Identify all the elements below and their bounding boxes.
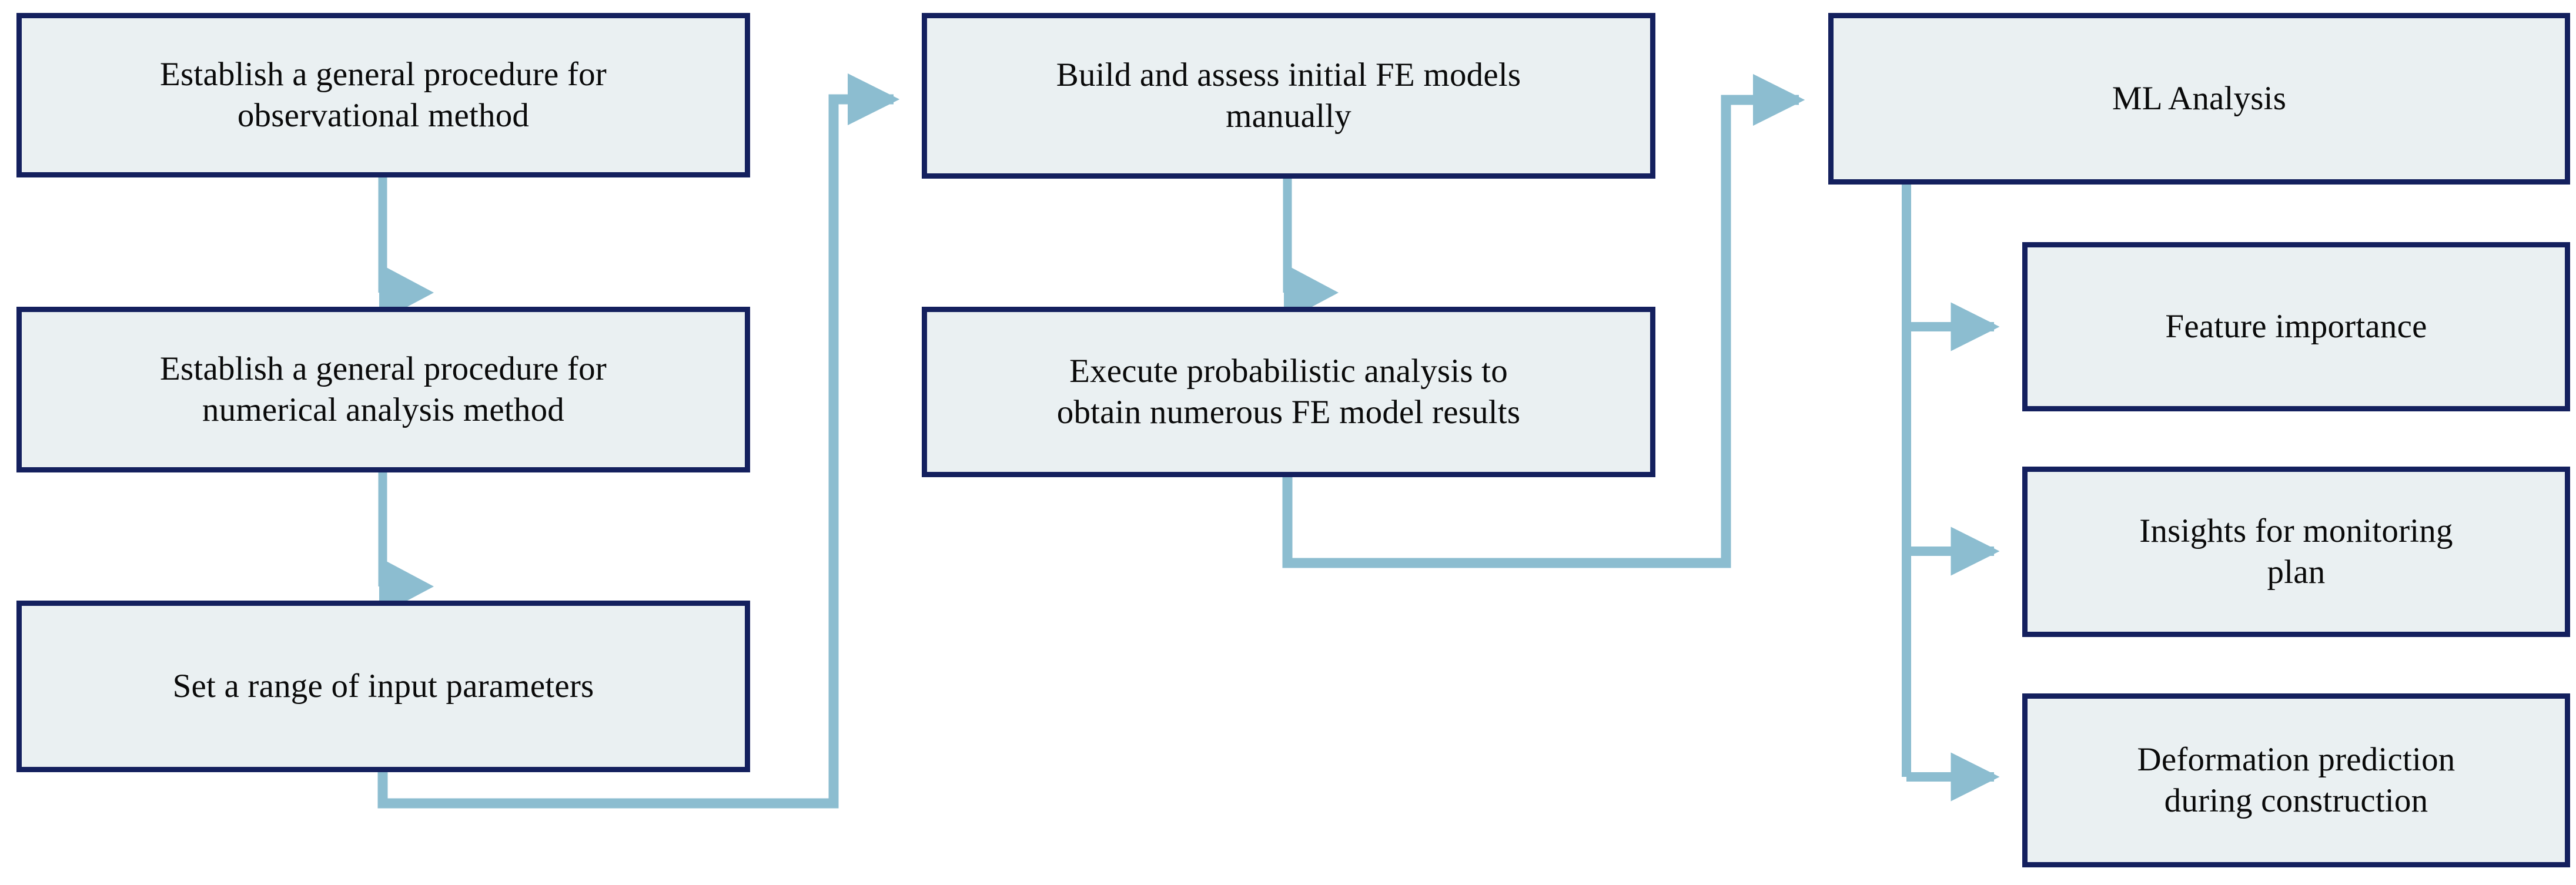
node-deformation-prediction-during-construction[interactable]: Deformation prediction during constructi… — [2022, 693, 2570, 867]
node-insights-for-monitoring-plan[interactable]: Insights for monitoring plan — [2022, 467, 2570, 637]
node-ml-analysis[interactable]: ML Analysis — [1828, 13, 2570, 185]
node-label: Execute probabilistic analysis to obtain… — [1056, 353, 1521, 431]
node-feature-importance[interactable]: Feature importance — [2022, 242, 2570, 411]
node-label: Establish a general procedure for observ… — [160, 56, 607, 134]
node-label: Insights for monitoring plan — [2139, 512, 2453, 591]
node-establish-numerical-analysis-method[interactable]: Establish a general procedure for numeri… — [16, 307, 750, 472]
node-set-range-input-parameters[interactable]: Set a range of input parameters — [16, 601, 750, 772]
node-build-assess-initial-fe-models[interactable]: Build and assess initial FE models manua… — [922, 13, 1655, 179]
node-execute-probabilistic-analysis[interactable]: Execute probabilistic analysis to obtain… — [922, 307, 1655, 477]
node-label: Feature importance — [2165, 308, 2427, 346]
node-label: Build and assess initial FE models manua… — [1056, 56, 1521, 135]
node-label: Establish a general procedure for numeri… — [160, 350, 607, 428]
node-establish-observational-method[interactable]: Establish a general procedure for observ… — [16, 13, 750, 177]
node-label: Deformation prediction during constructi… — [2137, 741, 2455, 819]
node-label: ML Analysis — [2112, 80, 2287, 118]
node-label: Set a range of input parameters — [172, 668, 594, 705]
